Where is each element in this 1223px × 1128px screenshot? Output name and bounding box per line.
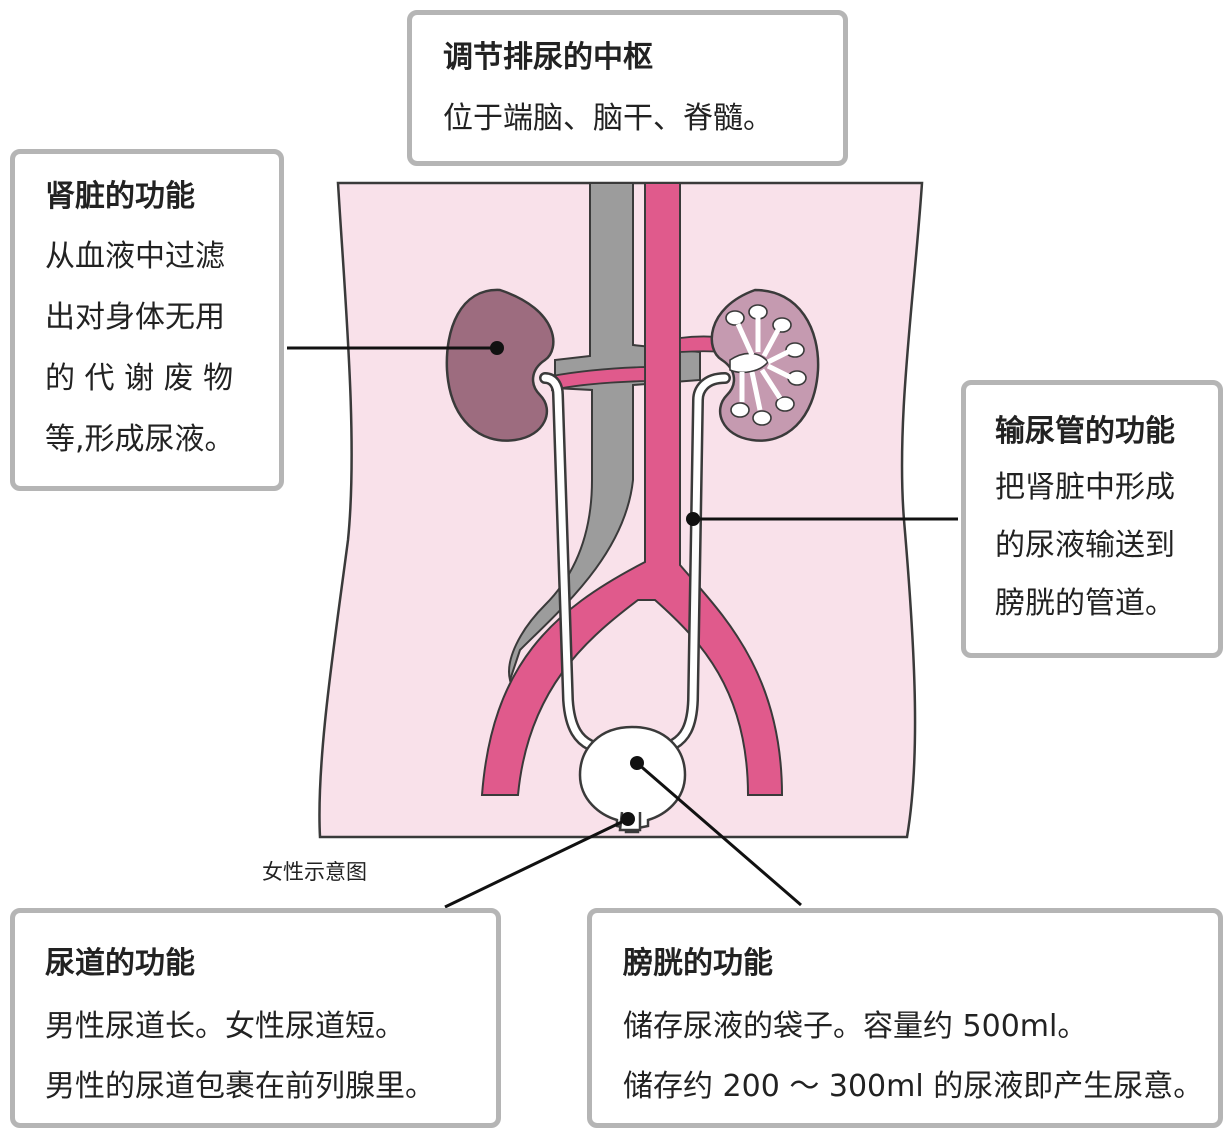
dot-bladder: [630, 756, 644, 770]
urethra-text-line: 男性尿道长。女性尿道短。: [45, 997, 496, 1057]
brain-center-text: 位于端脑、脑干、脊髓。: [443, 101, 843, 137]
label-box-urethra: 尿道的功能 男性尿道长。女性尿道短。 男性的尿道包裹在前列腺里。: [10, 908, 501, 1128]
ureter-text: 把肾脏中形成 的尿液输送到 膀胱的管道。: [995, 459, 1218, 633]
ureter-text-line: 膀胱的管道。: [995, 575, 1218, 633]
label-box-kidney: 肾脏的功能 从血液中过滤 出对身体无用 的 代 谢 废 物 等,形成尿液。: [10, 149, 284, 491]
bladder-text-line: 储存尿液的袋子。容量约 500ml。: [623, 997, 1218, 1057]
kidney-text: 从血液中过滤 出对身体无用 的 代 谢 废 物 等,形成尿液。: [45, 226, 279, 470]
ureter-title: 输尿管的功能: [995, 417, 1218, 447]
bladder-text-line: 储存约 200 ～ 300ml 的尿液即产生尿意。: [623, 1057, 1218, 1117]
label-box-ureter: 输尿管的功能 把肾脏中形成 的尿液输送到 膀胱的管道。: [961, 380, 1223, 658]
bladder-text: 储存尿液的袋子。容量约 500ml。 储存约 200 ～ 300ml 的尿液即产…: [623, 997, 1218, 1117]
dot-urethra: [621, 812, 635, 826]
urethra-title: 尿道的功能: [45, 949, 496, 979]
ureter-text-line: 的尿液输送到: [995, 517, 1218, 575]
kidney-title: 肾脏的功能: [45, 182, 279, 212]
kidney-text-line: 的 代 谢 废 物: [45, 348, 279, 409]
urethra-text-line: 男性的尿道包裹在前列腺里。: [45, 1057, 496, 1117]
figure-caption: 女性示意图: [262, 856, 367, 886]
urethra-text: 男性尿道长。女性尿道短。 男性的尿道包裹在前列腺里。: [45, 997, 496, 1117]
label-box-brain-center: 调节排尿的中枢 位于端脑、脑干、脊髓。: [407, 10, 848, 166]
label-box-bladder: 膀胱的功能 储存尿液的袋子。容量约 500ml。 储存约 200 ～ 300ml…: [587, 908, 1223, 1128]
kidney-text-line: 出对身体无用: [45, 287, 279, 348]
bladder-title: 膀胱的功能: [623, 949, 1218, 979]
ureter-text-line: 把肾脏中形成: [995, 459, 1218, 517]
kidney-text-line: 从血液中过滤: [45, 226, 279, 287]
kidney-text-line: 等,形成尿液。: [45, 409, 279, 470]
kidney-left: [447, 290, 554, 441]
dot-ureter: [686, 512, 700, 526]
dot-kidney: [490, 341, 504, 355]
brain-center-title: 调节排尿的中枢: [443, 43, 843, 73]
